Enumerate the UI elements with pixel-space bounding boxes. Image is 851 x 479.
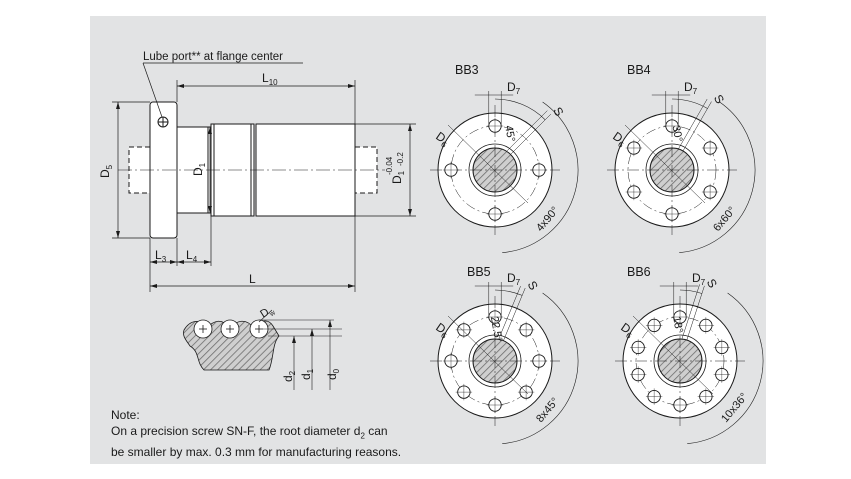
thread-detail-arrowheads	[292, 320, 332, 343]
tolerance-upper: -0.04	[385, 156, 394, 175]
pattern-label: BB4	[627, 63, 651, 77]
dim-d2: d2	[281, 370, 297, 382]
pattern-label: BB6	[627, 265, 651, 279]
dim-L3: L3	[155, 248, 167, 264]
dim-L: L	[249, 272, 256, 286]
dim-D7: D7	[507, 80, 521, 96]
dim-L4: L4	[186, 248, 198, 264]
dim-D1-tolerance: D1	[390, 170, 406, 184]
note-title: Note:	[111, 408, 140, 422]
lube-port-label: Lube port** at flange center	[143, 51, 283, 63]
dim-D5: D5	[98, 164, 114, 178]
dim-S: S	[704, 276, 720, 290]
note-line-1: On a precision screw SN-F, the root diam…	[111, 424, 388, 441]
dim-spacing: 6x60°	[711, 205, 738, 234]
dim-D7: D7	[684, 80, 698, 96]
side-view-dimensions	[112, 62, 416, 292]
dim-d0: d0	[325, 368, 341, 380]
side-view	[118, 101, 385, 239]
dim-L10: L10	[262, 71, 278, 87]
dim-S: S	[711, 92, 727, 106]
thread-detail	[183, 309, 342, 390]
dim-d1: d1	[299, 368, 315, 380]
side-view-labels: Lube port** at flange center L10 D5 D1 D…	[98, 51, 406, 286]
tolerance-lower: -0.2	[396, 152, 405, 166]
dim-spacing: 8x45°	[534, 396, 561, 425]
dim-S: S	[525, 279, 541, 293]
side-view-arrowheads	[116, 84, 412, 288]
note-line-2: be smaller by max. 0.3 mm for manufactur…	[111, 445, 402, 460]
dim-spacing: 4x90°	[534, 205, 561, 234]
dim-angle: 45°	[502, 124, 517, 142]
note: Note: On a precision screw SN-F, the roo…	[111, 407, 401, 460]
pattern-label: BB3	[455, 63, 479, 77]
dim-angle: 22.5°	[488, 315, 504, 343]
dim-D7: D7	[692, 271, 706, 287]
dim-angle: 30°	[670, 124, 685, 142]
dim-Dw: Dw	[258, 303, 277, 322]
dim-D7: D7	[507, 271, 521, 287]
dim-D1: D1	[191, 162, 207, 176]
dim-angle: 18°	[670, 315, 685, 333]
pattern-label: BB5	[467, 265, 491, 279]
